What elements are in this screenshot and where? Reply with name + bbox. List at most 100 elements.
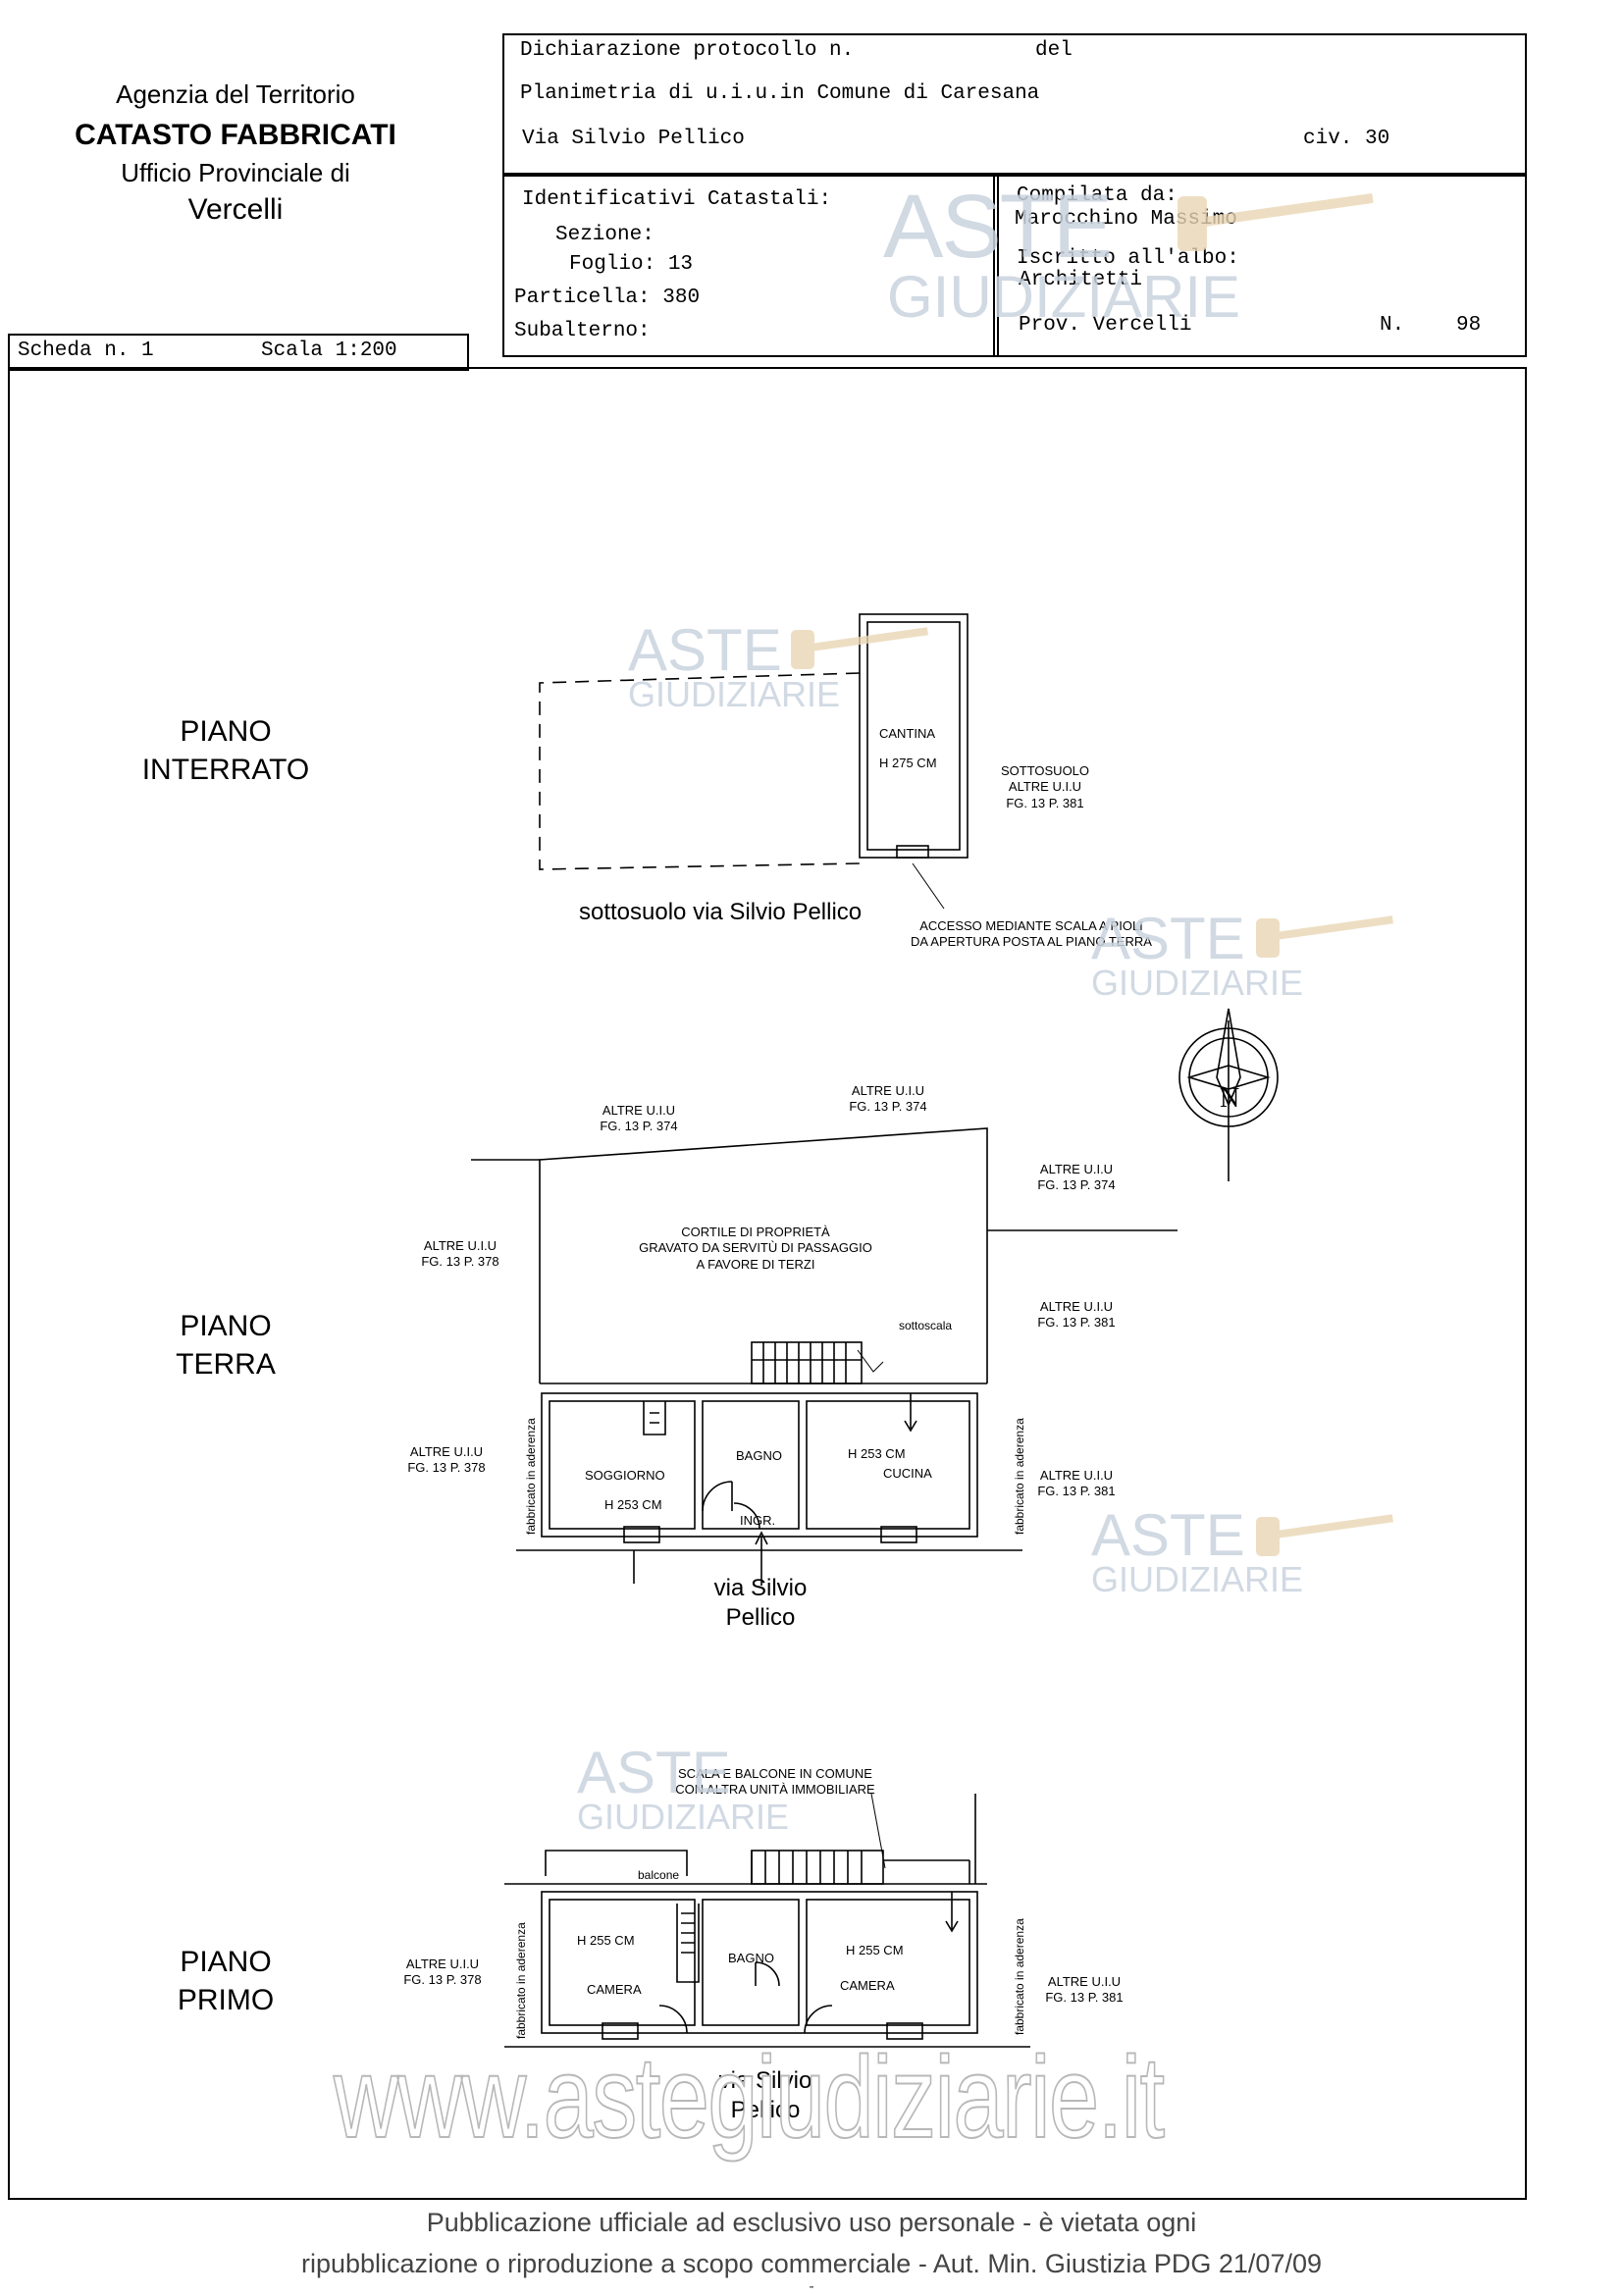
accesso-note: ACCESSO MEDIANTE SCALA A PIOLI DA APERTU… [899,918,1164,951]
primo-right-2: FG. 13 P. 381 [1045,1990,1124,2006]
foglio-label: Foglio: [569,253,656,276]
ingresso-label: INGR. [740,1513,776,1528]
terra-right-mid-note: ALTRE U.I.U FG. 13 P. 381 [1022,1299,1130,1331]
terra-top-left-2: FG. 13 P. 374 [600,1119,678,1134]
watermark-aste-terra: ASTE GIUDIZIARIE [1091,1502,1304,1599]
terra-top-mid-1: ALTRE U.I.U [851,1083,925,1098]
terra-left-lower-1: ALTRE U.I.U [409,1444,484,1459]
n-label: N. [1380,314,1405,337]
primo-right-1: ALTRE U.I.U [1047,1974,1122,1989]
primo-left-2: FG. 13 P. 378 [403,1972,482,1988]
cantina-label: CANTINA [879,726,936,741]
accesso-line-1: ACCESSO MEDIANTE SCALA A PIOLI [919,918,1143,933]
footer-line-1: Pubblicazione ufficiale ad esclusivo uso… [426,2208,1197,2237]
watermark-aste-compass-1: ASTE [1091,906,1245,971]
scheda-box [8,334,469,371]
primo-right-note: ALTRE U.I.U FG. 13 P. 381 [1030,1974,1138,2007]
watermark-aste-terra-1: ASTE [1091,1502,1245,1568]
hammer-icon [1178,192,1374,251]
primo-street: via Silvio Pellico [692,2066,839,2125]
watermark-aste-compass-2: GIUDIZIARIE [1091,963,1304,1003]
scala-comune-note: SCALA E BALCONE IN COMUNE CON ALTRA UNIT… [657,1766,893,1799]
terra-top-mid-2: FG. 13 P. 374 [849,1099,927,1115]
scala-label: Scala 1:200 [261,339,397,362]
planimetria-label: Planimetria di u.i.u.in Comune di Caresa… [520,82,1040,105]
provincia-name: Vercelli [187,192,284,226]
hammer-icon [1256,915,1393,958]
terra-top-left-1: ALTRE U.I.U [602,1103,676,1118]
terra-right-top-2: FG. 13 P. 374 [1037,1177,1116,1193]
footer-dash: - [809,2278,814,2295]
terra-right-top-note: ALTRE U.I.U FG. 13 P. 374 [1022,1162,1130,1194]
watermark-aste-header: ASTE GIUDIZIARIE [883,177,1241,330]
terra-bagno-label: BAGNO [736,1448,782,1463]
cucina-label: CUCINA [883,1466,932,1481]
sottosuolo-line-3: FG. 13 P. 381 [1006,795,1084,810]
footer-line-2: ripubblicazione o riproduzione a scopo c… [300,2249,1322,2278]
primo-bagno-label: BAGNO [728,1951,774,1965]
watermark-aste-interrato-1: ASTE [628,617,782,683]
camera2-height: H 255 CM [846,1943,904,1957]
terra-title-1: PIANO [180,1310,272,1342]
piano-terra-title: PIANO TERRA [118,1307,334,1383]
cortile-note: CORTILE DI PROPRIETÀ GRAVATO DA SERVITÙ … [608,1225,903,1273]
terra-left-lower-2: FG. 13 P. 378 [407,1460,486,1476]
iscritto-label: Iscritto all'albo: [1017,247,1239,270]
scala-comune-1: SCALA E BALCONE IN COMUNE [678,1766,872,1781]
sottosuolo-line-2: ALTRE U.I.U [1008,779,1082,795]
terra-right-mid-1: ALTRE U.I.U [1039,1299,1114,1314]
terra-plan [471,1127,1178,1586]
terra-right-mid-2: FG. 13 P. 381 [1037,1315,1116,1331]
protocol-box [502,33,1527,177]
piano-primo-title: PIANO PRIMO [118,1943,334,2019]
watermark-aste-primo-1: ASTE [577,1740,731,1805]
primo-title-1: PIANO [180,1946,272,1978]
cortile-line-3: A FAVORE DI TERZI [696,1256,815,1272]
primo-street-1: via Silvio [718,2067,812,2094]
svg-text:N: N [1220,1083,1239,1114]
interrato-title-1: PIANO [180,715,272,748]
hammer-icon [791,627,928,669]
camera2-label: CAMERA [840,1978,895,1993]
sottosuolo-street: sottosuolo via Silvio Pellico [579,899,863,925]
primo-street-2: Pellico [730,2097,801,2123]
sottosuolo-note: SOTTOSUOLO ALTRE U.I.U FG. 13 P. 381 [991,763,1099,811]
terra-left-upper-note: ALTRE U.I.U FG. 13 P. 378 [406,1238,514,1271]
watermark-aste-interrato: ASTE GIUDIZIARIE [628,617,841,714]
watermark-aste-terra-2: GIUDIZIARIE [1091,1559,1304,1599]
primo-left-1: ALTRE U.I.U [405,1957,480,1971]
agency-header: Agenzia del Territorio CATASTO FABBRICAT… [39,78,432,228]
interrato-plan [539,613,969,910]
terra-top-mid-note: ALTRE U.I.U FG. 13 P. 374 [834,1083,942,1116]
accesso-line-2: DA APERTURA POSTA AL PIANO TERRA [911,934,1152,950]
via-label: Via Silvio Pellico [522,128,745,150]
piano-interrato-title: PIANO INTERRATO [118,712,334,789]
watermark-aste-primo: ASTE GIUDIZIARIE [577,1740,789,1835]
terra-right-top-1: ALTRE U.I.U [1039,1162,1114,1176]
watermark-aste-header-1: ASTE [883,177,1113,277]
prov-label: Prov. Vercelli [1019,314,1192,337]
compilata-label: Compilata da: [1017,184,1178,207]
civ-label: civ. 30 [1303,128,1390,150]
sottoscala-label: sottoscala [899,1319,953,1332]
terra-street-2: Pellico [725,1604,796,1631]
terra-street: via Silvio Pellico [687,1574,834,1633]
cortile-line-1: CORTILE DI PROPRIETÀ [681,1225,830,1239]
identifiers-box [502,173,999,357]
primo-left-note: ALTRE U.I.U FG. 13 P. 378 [389,1957,497,1989]
subalterno-label: Subalterno: [514,320,651,342]
cucina-height: H 253 CM [848,1446,906,1461]
watermark-aste-interrato-2: GIUDIZIARIE [628,674,841,714]
watermark-aste-header-2: GIUDIZIARIE [887,263,1241,330]
terra-street-1: via Silvio [713,1575,808,1601]
watermark-url: www.astegiudiziarie.it [333,2032,1166,2164]
hammer-icon [1256,1514,1393,1556]
n-value: 98 [1456,314,1482,337]
balcone-label: balcone [638,1868,680,1882]
primo-title-2: PRIMO [177,1984,275,2016]
interrato-title-2: INTERRATO [141,754,310,786]
drawing-frame [8,367,1527,2200]
scheda-label: Scheda n. 1 [18,339,154,362]
